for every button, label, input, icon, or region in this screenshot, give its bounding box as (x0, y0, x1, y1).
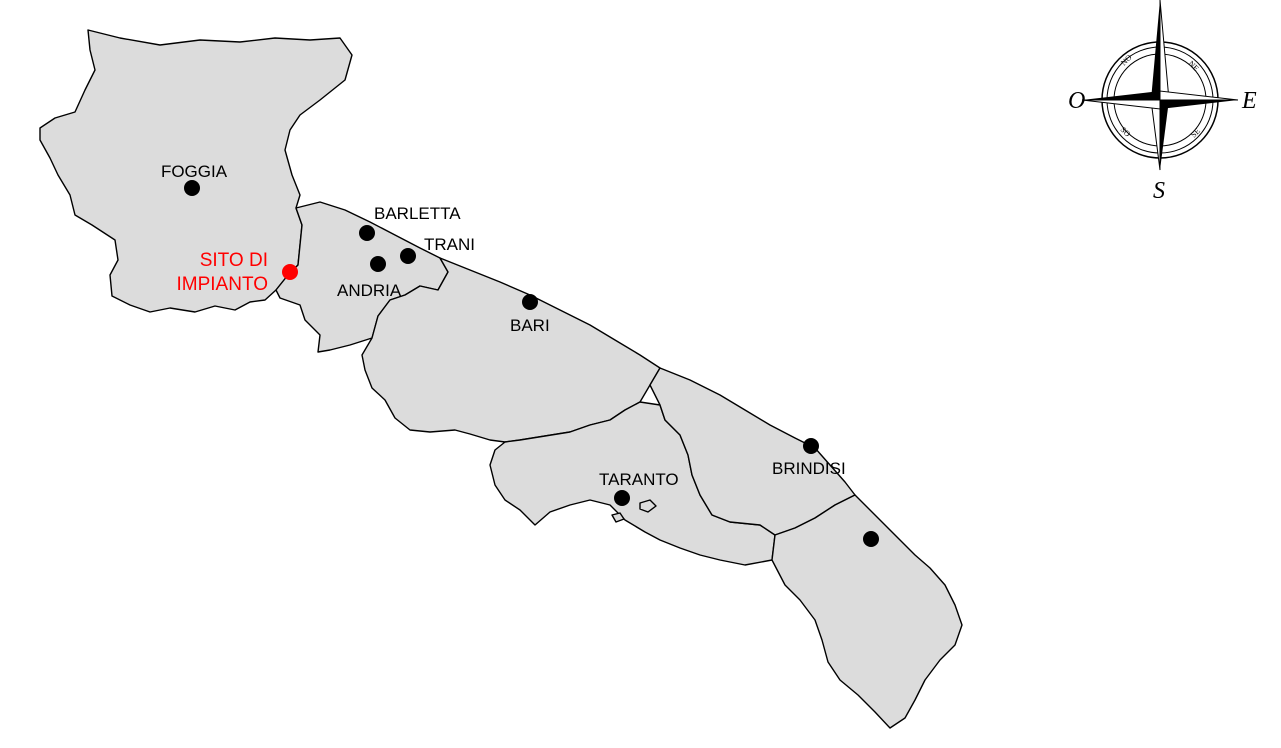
compass-point-west-dark (1082, 91, 1160, 100)
compass-label-se: SE (1189, 126, 1202, 139)
compass-label-south: S (1153, 178, 1165, 204)
city-dot-brindisi (803, 438, 819, 454)
city-dot-barletta (359, 225, 375, 241)
compass-label-ne: NE (1187, 59, 1201, 73)
site-dot (282, 264, 298, 280)
city-label-barletta: BARLETTA (374, 204, 461, 223)
compass-point-north-light (1159, 0, 1170, 101)
city-label-trani: TRANI (424, 235, 475, 254)
city-label-brindisi: BRINDISI (772, 459, 846, 478)
province-bari (361, 257, 661, 443)
city-label-taranto: TARANTO (599, 470, 679, 489)
province-foggia (39, 29, 353, 313)
city-dot-trani (400, 248, 416, 264)
site-label-line1: SITO DI (200, 250, 268, 271)
compass-point-east-dark (1160, 100, 1238, 109)
city-dot-lecce (863, 531, 879, 547)
province-lecce (771, 494, 963, 729)
compass-point-north-dark (1151, 0, 1160, 100)
compass-point-south-dark (1160, 100, 1169, 170)
city-label-foggia: FOGGIA (161, 162, 228, 181)
islet-mar-piccolo (611, 512, 625, 523)
compass-point-east-light (1159, 90, 1239, 101)
city-dot-taranto (614, 490, 630, 506)
city-label-andria: ANDRIA (337, 281, 402, 300)
compass-label-east: E (1241, 88, 1257, 114)
islet-taranto (639, 499, 657, 513)
compass-label-west: O (1068, 88, 1085, 114)
city-dot-andria (370, 256, 386, 272)
city-label-bari: BARI (510, 316, 550, 335)
compass-rose: NO NE SO SE O E S (1068, 0, 1257, 204)
city-dot-foggia (184, 180, 200, 196)
compass-point-south-light (1150, 99, 1161, 171)
site-label-line2: IMPIANTO (177, 274, 269, 295)
city-dot-bari (522, 294, 538, 310)
compass-point-west-light (1081, 99, 1161, 110)
compass-label-so: SO (1119, 125, 1133, 139)
